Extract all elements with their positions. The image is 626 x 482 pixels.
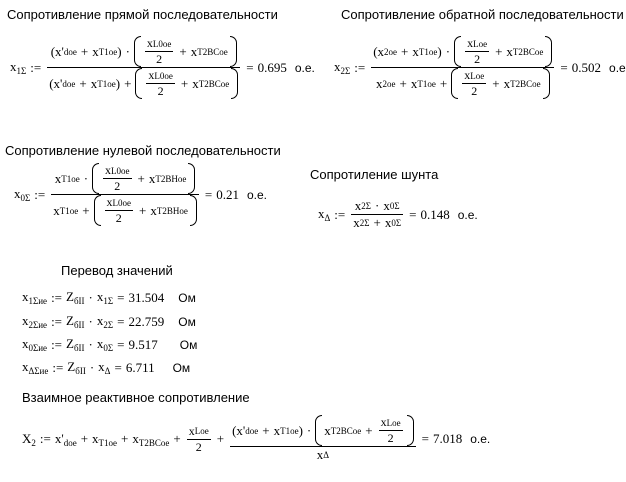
result-x0-named: 9.517	[128, 336, 158, 352]
heading-conversion: Перевод значений	[61, 263, 173, 278]
unit-ohm: Ом	[179, 337, 198, 352]
conversion-xdelta: xΔΣие:= ZбII·xΔ = 6.711 Ом	[22, 359, 191, 376]
unit-pu: о.е.	[470, 432, 491, 446]
result-x2: 0.502	[571, 59, 602, 75]
unit-ohm: Ом	[178, 314, 196, 329]
unit-ohm: Ом	[172, 360, 191, 375]
unit-pu: о.е.	[246, 187, 267, 202]
result-xdelta: 0.148	[420, 206, 450, 222]
unit-ohm: Ом	[178, 290, 196, 305]
unit-pu: о.е.	[457, 207, 478, 222]
result-X2: 7.018	[432, 431, 463, 446]
heading-shunt: Сопротиление шунта	[310, 167, 439, 182]
conversion-x2: x2Σие:= ZбII·x2Σ = 22.759 Ом	[22, 313, 196, 330]
result-x0: 0.21	[216, 186, 239, 202]
unit-pu: о.е.	[294, 60, 315, 75]
conversion-x0: x0Σие:= ZбII·x0Σ = 9.517 Ом	[22, 336, 198, 353]
unit-pu: о.е.	[609, 60, 626, 75]
conversion-x1: x1Σие:= ZбII·x1Σ = 31.504 Ом	[22, 289, 196, 306]
result-x1-named: 31.504	[128, 289, 165, 305]
result-x1: 0.695	[257, 59, 287, 75]
result-xdelta-named: 6.711	[125, 359, 155, 375]
heading-positive-sequence: Сопротивление прямой последовательности	[7, 7, 278, 22]
result-x2-named: 22.759	[128, 313, 165, 329]
heading-zero-sequence: Сопротивление нулевой последовательности	[5, 143, 281, 158]
heading-mutual: Взаимное реактивное сопротивление	[22, 390, 250, 405]
heading-negative-sequence: Сопротивление обратной последовательност…	[341, 7, 624, 22]
